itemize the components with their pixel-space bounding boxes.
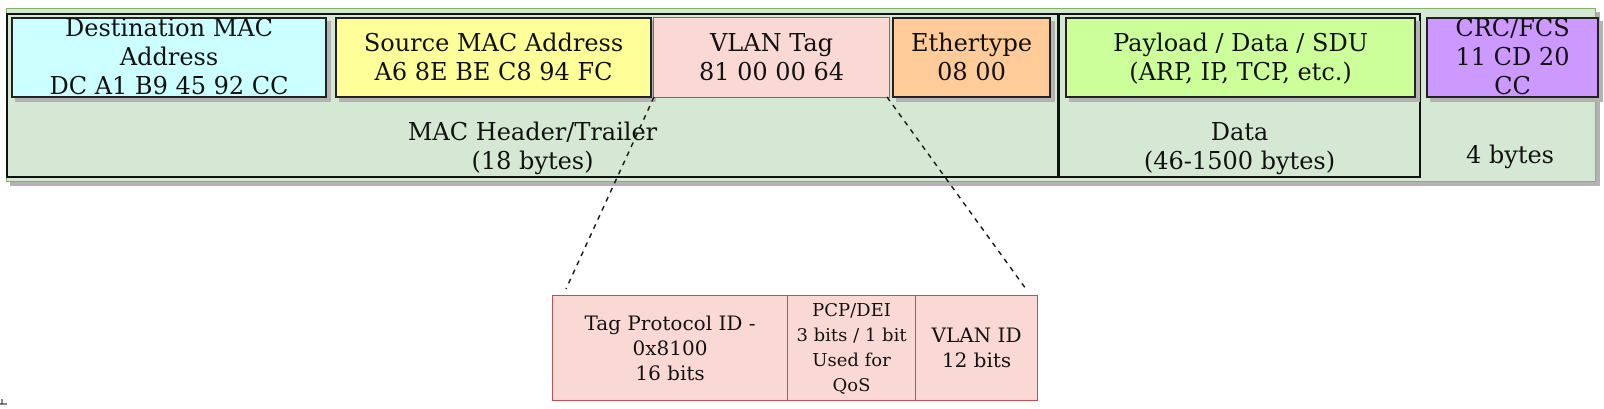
destination-mac-title-2: Address <box>119 43 219 71</box>
payload-title: Payload / Data / SDU <box>1113 28 1368 57</box>
crc-label: 4 bytes <box>1424 141 1596 170</box>
source-mac-field: Source MAC Address A6 8E BE C8 94 FC <box>335 17 652 98</box>
data-label: Data (46-1500 bytes) <box>1058 118 1421 176</box>
destination-mac-title-1: Destination MAC <box>65 14 273 42</box>
source-mac-title: Source MAC Address <box>363 28 624 57</box>
crc-fcs-title: CRC/FCS <box>1455 14 1570 42</box>
tpid-value: 0x8100 <box>632 335 708 360</box>
vlan-id-field: VLAN ID 12 bits <box>915 295 1038 401</box>
payload-field: Payload / Data / SDU (ARP, IP, TCP, etc.… <box>1065 17 1416 98</box>
pcp-dei-size: 3 bits / 1 bit <box>796 325 907 346</box>
crc-label-text: 4 bytes <box>1466 141 1554 169</box>
vlan-id-title: VLAN ID <box>931 323 1022 347</box>
crc-fcs-value-1: 11 CD 20 <box>1455 43 1570 71</box>
destination-mac-field: Destination MAC Address DC A1 B9 45 92 C… <box>11 14 327 100</box>
tpid-title: Tag Protocol ID - <box>584 310 756 335</box>
mac-header-label: MAC Header/Trailer (18 bytes) <box>6 118 1059 176</box>
data-label-line1: Data <box>1210 118 1269 146</box>
source-mac-value: A6 8E BE C8 94 FC <box>374 57 613 86</box>
vlan-tag-field: VLAN Tag 81 00 00 64 <box>653 17 890 98</box>
vlan-tag-value: 81 00 00 64 <box>698 57 845 86</box>
vlan-id-size: 12 bits <box>941 348 1012 372</box>
crc-fcs-field: CRC/FCS 11 CD 20 CC <box>1426 14 1599 100</box>
tpid-size: 16 bits <box>635 360 705 385</box>
vlan-tag-title: VLAN Tag <box>709 28 834 57</box>
crc-fcs-value-2: CC <box>1494 72 1531 100</box>
pcp-dei-title: PCP/DEI <box>812 300 891 321</box>
pcp-dei-usage-1: Used for <box>812 350 891 371</box>
ethertype-title: Ethertype <box>910 28 1033 57</box>
ethertype-value: 08 00 <box>937 57 1006 86</box>
pcp-dei-usage-2: QoS <box>832 375 871 396</box>
payload-examples: (ARP, IP, TCP, etc.) <box>1129 57 1352 86</box>
mac-header-label-line1: MAC Header/Trailer <box>407 118 658 146</box>
tpid-field: Tag Protocol ID - 0x8100 16 bits <box>552 295 788 401</box>
mac-header-label-line2: (18 bytes) <box>471 147 594 175</box>
data-label-line2: (46-1500 bytes) <box>1143 147 1336 175</box>
pcp-dei-field: PCP/DEI 3 bits / 1 bit Used for QoS <box>787 295 916 401</box>
ethertype-field: Ethertype 08 00 <box>892 17 1051 98</box>
destination-mac-value: DC A1 B9 45 92 CC <box>49 72 289 100</box>
